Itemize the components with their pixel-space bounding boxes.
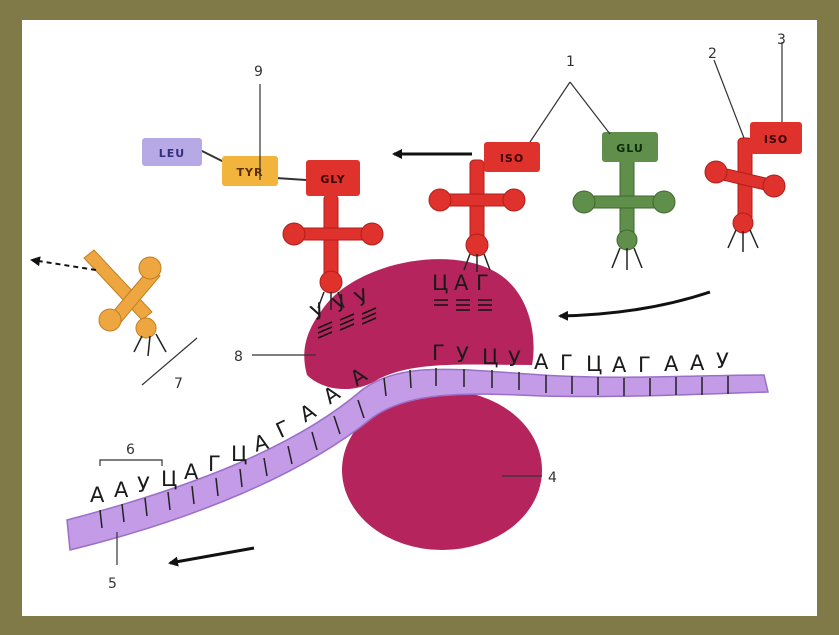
svg-text:Ц: Ц [161,467,177,491]
svg-text:А: А [184,460,199,484]
svg-text:Г: Г [638,353,651,377]
label-8: 8 [234,349,243,365]
label-1: 1 [566,54,575,70]
svg-text:Г: Г [208,452,221,476]
amino-acid-gly: GLY [306,160,360,196]
svg-text:Г: Г [272,416,294,443]
svg-text:GLY: GLY [320,173,345,186]
svg-text:GLU: GLU [616,142,644,155]
svg-text:А: А [114,478,129,502]
svg-text:Ц: Ц [231,442,247,466]
svg-text:У: У [716,349,729,373]
label-5: 5 [108,576,117,592]
svg-text:А: А [690,351,705,375]
trna-iso-attached [429,160,525,272]
svg-text:У: У [508,347,521,371]
svg-text:А: А [534,350,549,374]
svg-text:Г: Г [476,271,489,295]
translation-diagram: А А У Ц А Г Ц А Г А А А Г У Ц У А Г Ц А … [22,20,817,616]
label-3: 3 [777,32,786,48]
arrow-trna-exit [32,260,96,270]
trna-iso-free [705,138,785,252]
svg-text:Ц: Ц [482,345,498,369]
svg-text:У: У [456,343,469,367]
svg-text:А: А [664,352,679,376]
arrow-mrna-outgoing [170,548,254,563]
label-7: 7 [174,376,183,392]
label-2: 2 [708,46,717,62]
svg-text:Г: Г [432,341,445,365]
svg-text:А: А [251,430,272,457]
label-4: 4 [548,470,557,486]
svg-text:Ц: Ц [586,352,602,376]
amino-acid-glu: GLU [602,132,658,162]
arrow-mrna-incoming [560,292,710,316]
svg-text:ISO: ISO [500,152,524,165]
trna-glu [573,155,675,270]
svg-text:ISO: ISO [764,133,788,146]
svg-text:А: А [612,353,627,377]
diagram-canvas: А А У Ц А Г Ц А Г А А А Г У Ц У А Г Ц А … [22,20,817,616]
label-6: 6 [126,442,135,458]
amino-acid-leu: LEU [142,138,202,166]
trna-leaving [84,250,166,356]
svg-text:LEU: LEU [159,147,185,160]
svg-text:А: А [454,271,469,295]
svg-text:У: У [137,473,150,497]
svg-text:Г: Г [560,351,573,375]
label-9: 9 [254,64,263,80]
amino-acid-iso-attached: ISO [484,142,540,172]
amino-acid-tyr: TYR [222,156,278,186]
amino-acid-iso-free: ISO [750,122,802,154]
svg-text:Ц: Ц [432,271,448,295]
svg-text:А: А [90,483,105,507]
